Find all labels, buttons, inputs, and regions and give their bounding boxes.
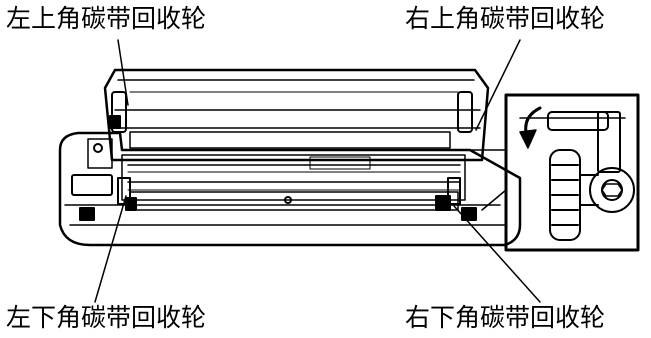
inset-detail — [469, 93, 640, 252]
ribbon-area — [117, 154, 466, 211]
leader-top-right — [475, 39, 521, 131]
label-top-left-ribbon-rewind-wheel: 左上角碳带回收轮 — [6, 4, 207, 33]
label-top-right-ribbon-rewind-wheel: 右上角碳带回收轮 — [405, 4, 606, 33]
leader-bottom-right — [453, 205, 541, 303]
printer-base — [58, 131, 522, 247]
label-bottom-right-ribbon-rewind-wheel: 右下角碳带回收轮 — [405, 303, 606, 332]
printer-lid — [103, 68, 490, 162]
label-bottom-left-ribbon-rewind-wheel: 左下角碳带回收轮 — [6, 303, 207, 332]
leader-lines — [94, 39, 541, 303]
leader-bottom-left — [94, 195, 127, 303]
leader-top-left — [117, 39, 129, 106]
